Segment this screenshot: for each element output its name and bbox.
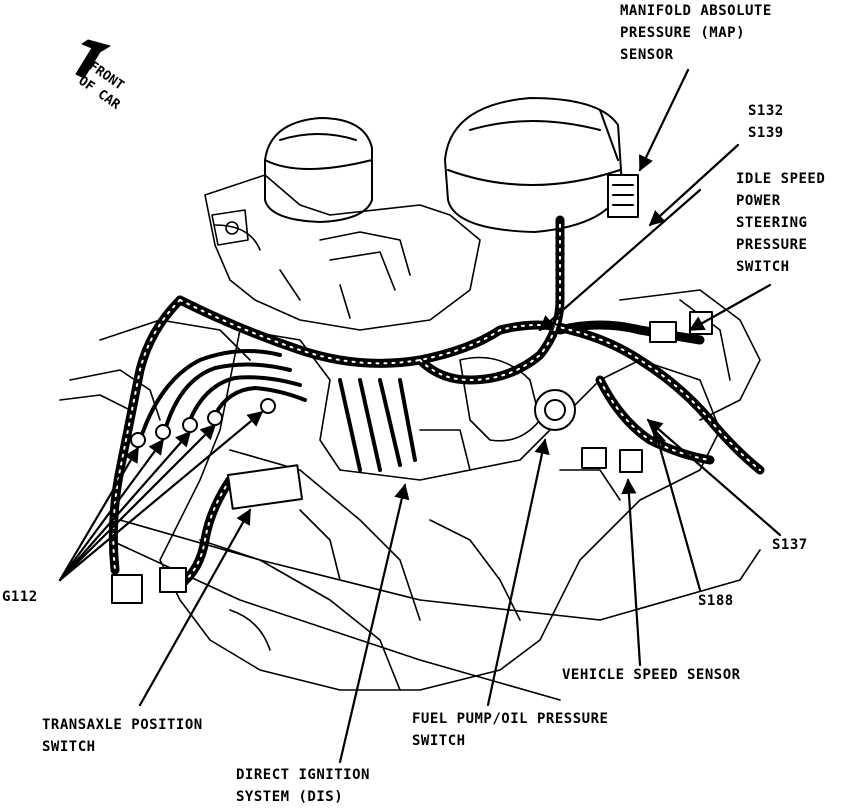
dis-label-line2: SYSTEM (DIS) bbox=[236, 789, 344, 805]
idle-label-line1: IDLE SPEED bbox=[736, 171, 826, 187]
oil-pressure-switch bbox=[534, 389, 576, 431]
idle-label-line4: PRESSURE bbox=[736, 237, 808, 253]
idle-speed-ps-switch-callout: IDLE SPEED POWER STEERING PRESSURE SWITC… bbox=[736, 168, 825, 278]
spark-plug-wires bbox=[138, 349, 417, 472]
fuel-label-line2: SWITCH bbox=[412, 733, 466, 749]
transaxle-switch bbox=[111, 464, 304, 604]
dis-callout: DIRECT IGNITION SYSTEM (DIS) bbox=[236, 764, 370, 808]
vehicle-speed-sensor bbox=[581, 447, 643, 473]
ground-g112-label: G112 bbox=[2, 589, 38, 605]
splice-s188-label: S188 bbox=[698, 593, 734, 609]
map-label-line2: PRESSURE (MAP) bbox=[620, 25, 746, 41]
fuel-label-line1: FUEL PUMP/OIL PRESSURE bbox=[412, 711, 609, 727]
leader-lines bbox=[58, 68, 782, 764]
air-cleaner-left bbox=[264, 117, 373, 223]
map-label-line3: SENSOR bbox=[620, 47, 674, 63]
vehicle-speed-sensor-label: VEHICLE SPEED SENSOR bbox=[562, 667, 741, 683]
dis-label-line1: DIRECT IGNITION bbox=[236, 767, 370, 783]
s132-label: S132 bbox=[748, 103, 784, 119]
intake-manifold bbox=[204, 174, 481, 331]
splice-s132-s139-callout: S132 S139 bbox=[748, 100, 784, 144]
map-sensor bbox=[607, 174, 639, 218]
idle-label-line2: POWER bbox=[736, 193, 781, 209]
splice-s137-label: S137 bbox=[772, 537, 808, 553]
map-label-line1: MANIFOLD ABSOLUTE bbox=[620, 3, 772, 19]
wiring-harness bbox=[108, 215, 765, 590]
idle-label-line5: SWITCH bbox=[736, 259, 790, 275]
trans-label-line1: TRANSAXLE POSITION bbox=[42, 717, 203, 733]
wiring-harness-striping bbox=[112, 219, 761, 586]
map-sensor-callout: MANIFOLD ABSOLUTE PRESSURE (MAP) SENSOR bbox=[620, 0, 772, 66]
front-of-car-arrow-icon bbox=[75, 39, 111, 79]
ground-terminals bbox=[130, 398, 276, 448]
transaxle-position-callout: TRANSAXLE POSITION SWITCH bbox=[42, 714, 203, 758]
fuel-pump-oil-pressure-callout: FUEL PUMP/OIL PRESSURE SWITCH bbox=[412, 708, 608, 752]
s139-label: S139 bbox=[748, 125, 784, 141]
air-cleaner-right bbox=[444, 97, 623, 233]
engine-block bbox=[59, 289, 761, 701]
trans-label-line2: SWITCH bbox=[42, 739, 96, 755]
idle-label-line3: STEERING bbox=[736, 215, 808, 231]
